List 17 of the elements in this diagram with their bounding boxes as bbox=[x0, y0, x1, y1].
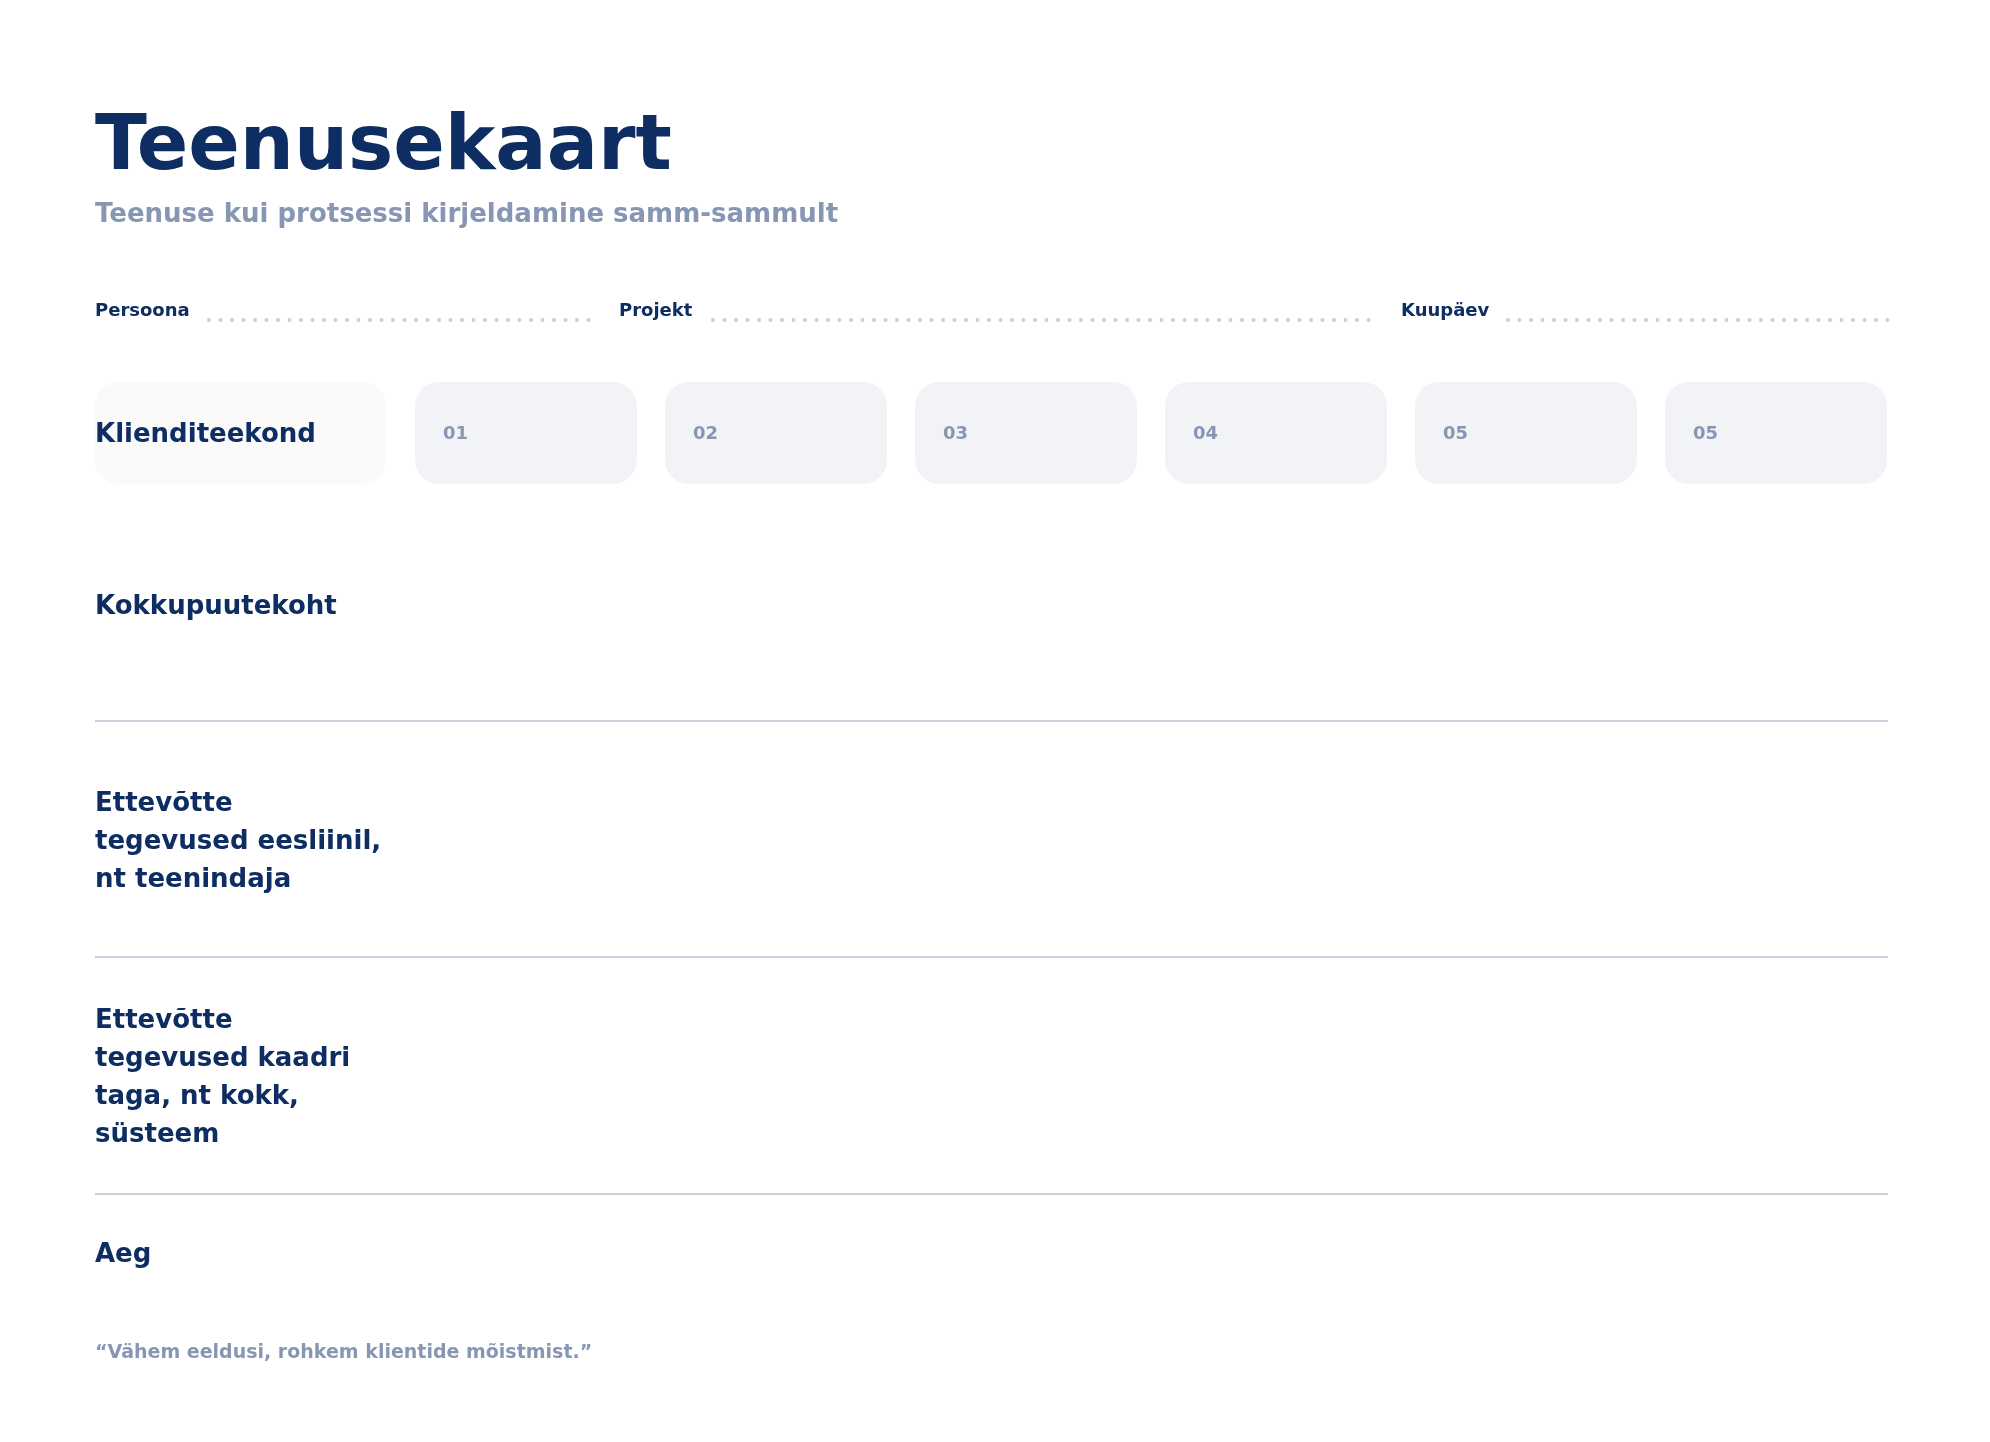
row-heading: Ettevõtte tegevused eesliinil, nt teenindaja bbox=[95, 786, 383, 895]
row-heading: Klienditeekond bbox=[95, 420, 316, 446]
step-number: 02 bbox=[693, 424, 719, 442]
step-number: 05 bbox=[1443, 424, 1469, 442]
field-label: Persoona bbox=[95, 301, 190, 319]
page-title: Teenusekaart bbox=[95, 105, 672, 181]
step-number: 03 bbox=[943, 424, 969, 442]
subtitle: Teenuse kui protsessi kirjeldamine samm-sammult bbox=[95, 200, 839, 226]
step-number: 05 bbox=[1693, 424, 1719, 442]
tagline-quote: “Vähem eeldusi, rohkem klientide mõistmist.” bbox=[95, 1342, 593, 1361]
row-heading: Ettevõtte tegevused kaadri taga, nt kokk, süsteem bbox=[95, 1003, 352, 1150]
row-heading: Aeg bbox=[95, 1240, 152, 1266]
step-number: 01 bbox=[443, 424, 469, 442]
step-number: 04 bbox=[1193, 424, 1219, 442]
field-label: Projekt bbox=[619, 301, 693, 319]
field-label: Kuupäev bbox=[1401, 301, 1490, 319]
row-heading: Kokkupuutekoht bbox=[95, 592, 337, 618]
